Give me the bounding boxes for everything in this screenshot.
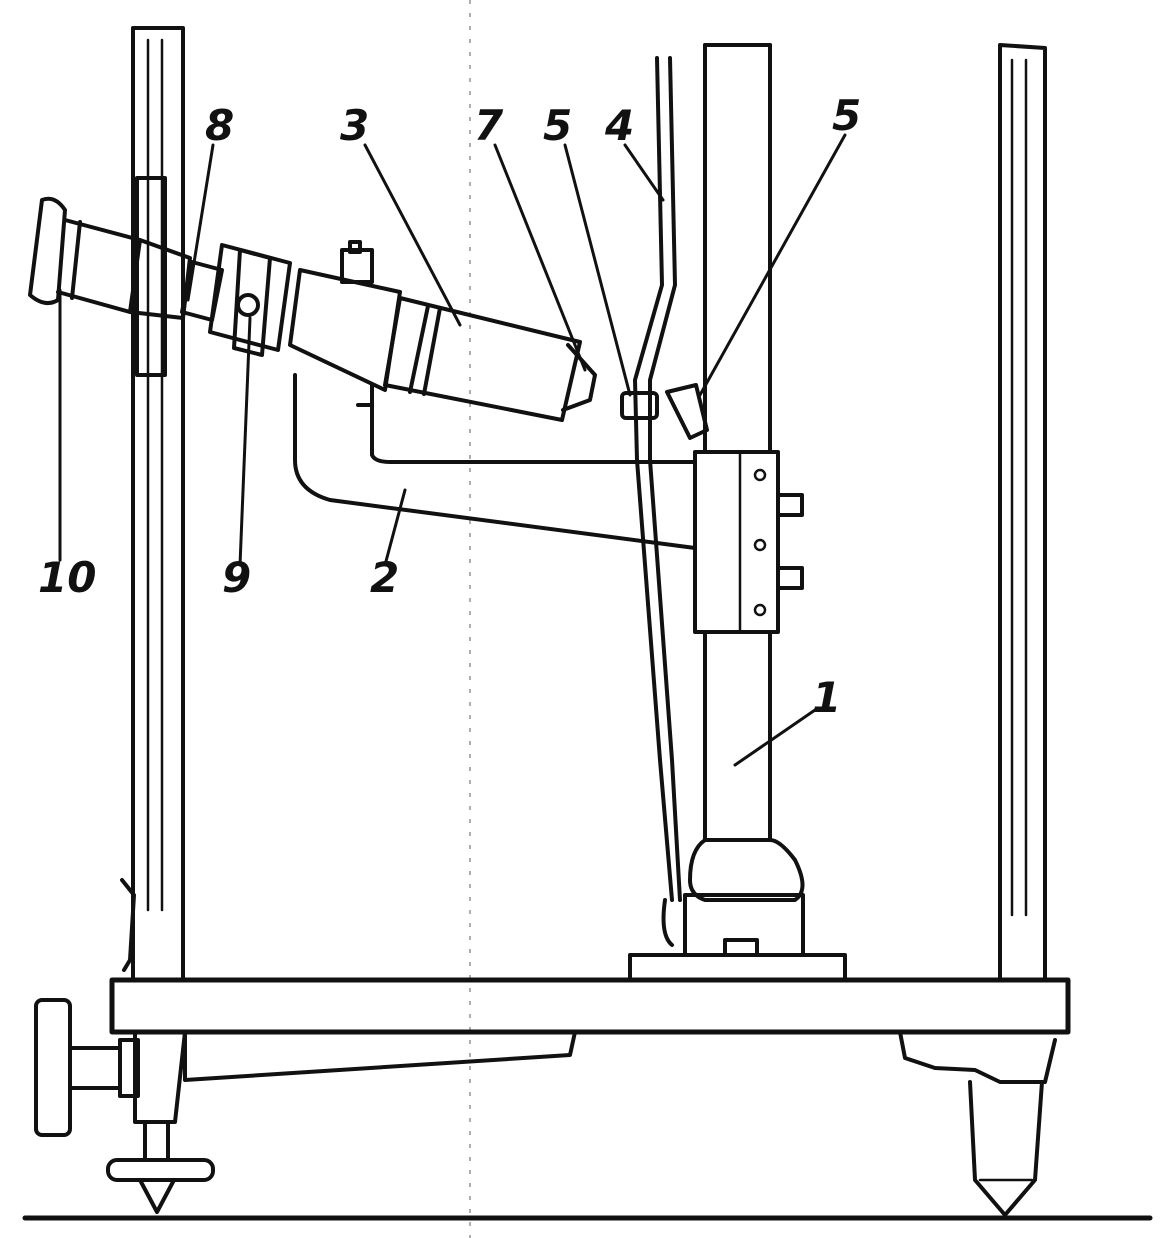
callout-10: 10 (38, 553, 96, 602)
right-post (998, 43, 1047, 982)
callout-leaders (58, 133, 847, 767)
central-column (628, 43, 847, 982)
telescope-tube (288, 240, 597, 422)
callout-5-right: 5 (832, 91, 861, 140)
left-post (120, 26, 185, 982)
left-leveling-foot (34, 998, 215, 1214)
callout-2: 2 (370, 553, 399, 602)
callout-4: 4 (604, 101, 634, 150)
callout-1: 1 (812, 673, 841, 722)
callout-7: 7 (474, 101, 504, 150)
eyepiece (28, 196, 192, 320)
column-clamp (693, 450, 804, 634)
small-clamps (620, 383, 709, 440)
callout-8: 8 (205, 101, 234, 150)
support-arm (293, 373, 697, 550)
right-foot (968, 1080, 1044, 1217)
callout-5-left: 5 (543, 101, 572, 150)
callout-3: 3 (340, 101, 369, 150)
eyepiece-assembly (180, 243, 292, 357)
base-plate (109, 977, 1071, 1084)
callout-9: 9 (222, 553, 251, 602)
